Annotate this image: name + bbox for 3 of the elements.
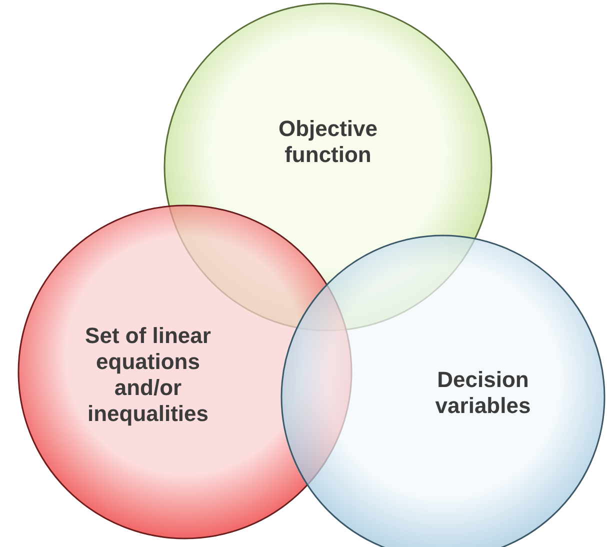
circle-label: Objective function <box>277 116 379 168</box>
circle-label: Set of linear equations and/or inequalities <box>84 323 212 427</box>
circle-label: Decision variables <box>434 367 532 419</box>
